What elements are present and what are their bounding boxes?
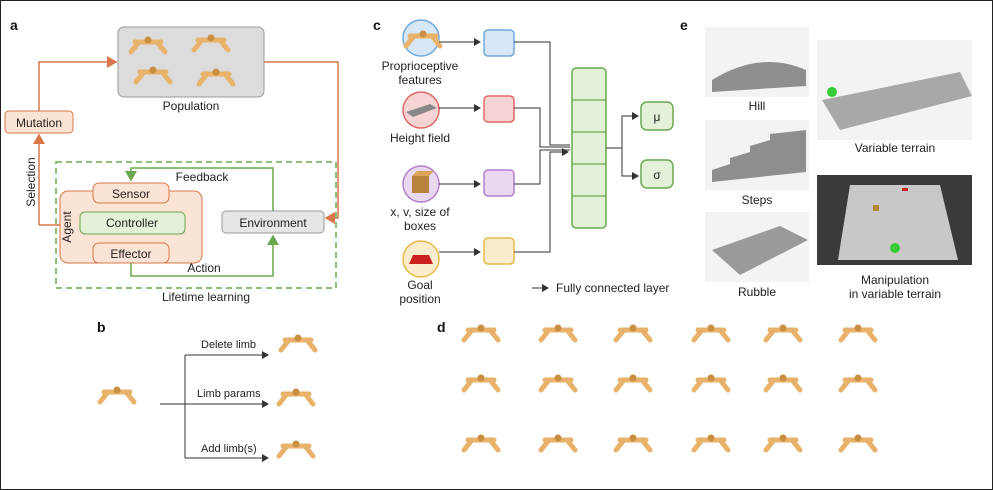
feedback-arrow xyxy=(125,167,274,211)
morph-r2c5 xyxy=(766,375,800,391)
branch-limb-params: Limb params xyxy=(197,388,261,400)
morph-r3c5 xyxy=(766,435,800,451)
branch-delete-limb: Delete limb xyxy=(201,339,256,351)
lifetime-learning-box xyxy=(55,161,337,289)
environment-label: Environment xyxy=(239,216,307,230)
panel-e: Hill Steps Rubble Variable terrain Manip… xyxy=(705,27,972,301)
lifetime-learning-label: Lifetime learning xyxy=(162,290,250,304)
panel-d-morphologies xyxy=(464,325,875,451)
morph-r3c4 xyxy=(694,435,728,451)
panel-b: Delete limb Limb params Add limb(s) xyxy=(100,335,315,462)
sigma-output xyxy=(640,159,674,189)
child-robot-3 xyxy=(279,441,313,457)
sigma-label: σ xyxy=(653,168,661,182)
steps-label: Steps xyxy=(742,193,773,207)
legend-label: Fully connected layer xyxy=(556,281,669,295)
input-3-line-0: Goal xyxy=(407,278,432,292)
child-robot-1 xyxy=(281,335,315,351)
morph-r3c3 xyxy=(616,435,650,451)
boxes-encoder xyxy=(483,169,515,197)
sensor-box xyxy=(92,182,170,204)
input-2-line-1: boxes xyxy=(404,219,436,233)
height-encoder xyxy=(483,95,515,123)
morph-r3c6 xyxy=(841,435,875,451)
controller-box xyxy=(79,211,186,235)
action-arrow xyxy=(130,234,279,277)
morph-r2c2 xyxy=(541,375,575,391)
mu-output xyxy=(640,101,674,131)
mlp-block xyxy=(571,67,607,229)
input-0-line-1: features xyxy=(398,73,441,87)
child-robot-2 xyxy=(279,389,313,405)
population-label: Population xyxy=(163,99,220,113)
effector-label: Effector xyxy=(110,247,151,261)
panel-label-d: d xyxy=(437,319,446,335)
feedback-label: Feedback xyxy=(176,170,230,184)
panel-c: Proprioceptive features Height field x, … xyxy=(382,19,674,306)
controller-label: Controller xyxy=(106,216,158,230)
hill-label: Hill xyxy=(749,99,766,113)
morph-r2c6 xyxy=(841,375,875,391)
selection-label: Selection xyxy=(24,157,38,206)
mutation-label: Mutation xyxy=(16,116,62,130)
panel-label-c: c xyxy=(373,17,381,33)
panel-label-b: b xyxy=(97,319,106,335)
variable-terrain-label: Variable terrain xyxy=(855,141,935,155)
sensor-label: Sensor xyxy=(112,187,150,201)
morph-r3c2 xyxy=(541,435,575,451)
panel-label-e: e xyxy=(680,17,688,33)
morph-r2c1 xyxy=(464,375,498,391)
manipulation-label-1: Manipulation xyxy=(861,273,929,287)
panel-a: Population Mutation Selection Lifetime l… xyxy=(4,26,339,304)
morph-r1c4 xyxy=(694,325,728,341)
mu-label: μ xyxy=(654,110,661,124)
morph-r1c2 xyxy=(541,325,575,341)
agent-label: Agent xyxy=(60,211,74,243)
morph-r1c3 xyxy=(616,325,650,341)
panel-label-a: a xyxy=(10,17,18,33)
goal-encoder xyxy=(483,237,515,265)
branch-add-limbs: Add limb(s) xyxy=(201,443,257,455)
manipulation-label-2: in variable terrain xyxy=(849,287,941,301)
proprio-encoder xyxy=(483,29,515,57)
input-1-line-0: Height field xyxy=(390,131,450,145)
input-3-line-1: position xyxy=(399,292,440,306)
morph-r2c3 xyxy=(616,375,650,391)
population-to-env-arrow xyxy=(264,61,339,224)
input-2-line-0: x, v, size of xyxy=(390,205,450,219)
mutation-arrow xyxy=(38,56,118,111)
morph-r2c4 xyxy=(694,375,728,391)
morph-r1c5 xyxy=(766,325,800,341)
population-box xyxy=(117,26,265,98)
morph-r3c1 xyxy=(464,435,498,451)
action-label: Action xyxy=(187,261,220,275)
morph-r1c1 xyxy=(464,325,498,341)
parent-robot xyxy=(100,387,134,403)
rubble-label: Rubble xyxy=(738,285,776,299)
input-0-line-0: Proprioceptive xyxy=(382,59,459,73)
morph-r1c6 xyxy=(841,325,875,341)
